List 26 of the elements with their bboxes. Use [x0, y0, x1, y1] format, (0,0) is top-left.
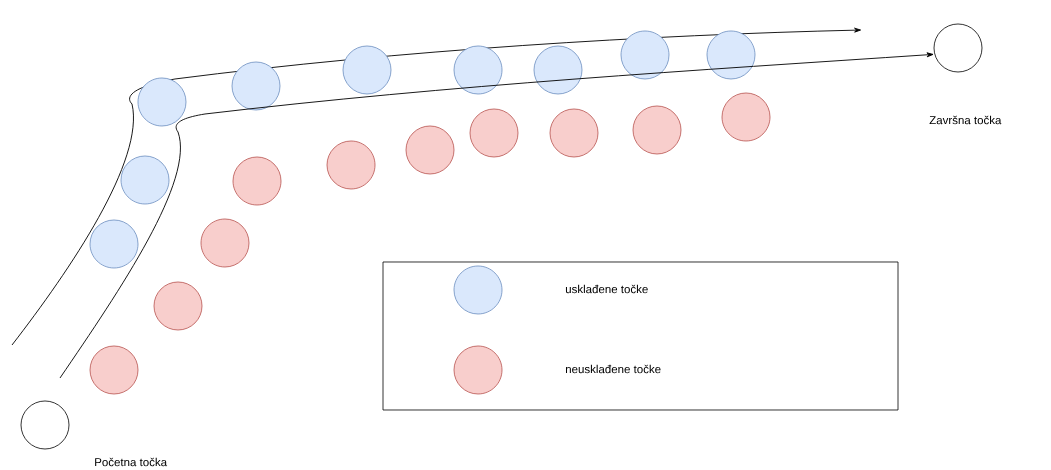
point-circle [326, 140, 376, 190]
point-circle [549, 108, 599, 158]
legend-label: usklađene točke [565, 284, 648, 294]
point-circle [342, 45, 392, 95]
endpoint-circle [20, 400, 70, 450]
point-label: Završna točka [929, 115, 1002, 125]
point-circle [620, 30, 670, 80]
point-circle [120, 155, 170, 205]
point-circle [200, 218, 250, 268]
point-circle [232, 156, 282, 206]
point-circle [453, 45, 503, 95]
point-circle [533, 45, 583, 95]
point-circle [231, 61, 281, 111]
point-circle [405, 125, 455, 175]
point-circle [706, 30, 756, 80]
point-circle [89, 345, 139, 395]
point-circle [153, 281, 203, 331]
legend-label: neusklađene točke [566, 364, 661, 374]
point-circle [137, 77, 187, 127]
point-circle [469, 108, 519, 158]
endpoint-circle [933, 23, 983, 73]
point-label: Početna točka [95, 457, 168, 467]
corridor-arrow [59, 52, 934, 379]
point-circle [721, 92, 771, 142]
point-circle [632, 105, 682, 155]
point-circle [89, 219, 139, 269]
